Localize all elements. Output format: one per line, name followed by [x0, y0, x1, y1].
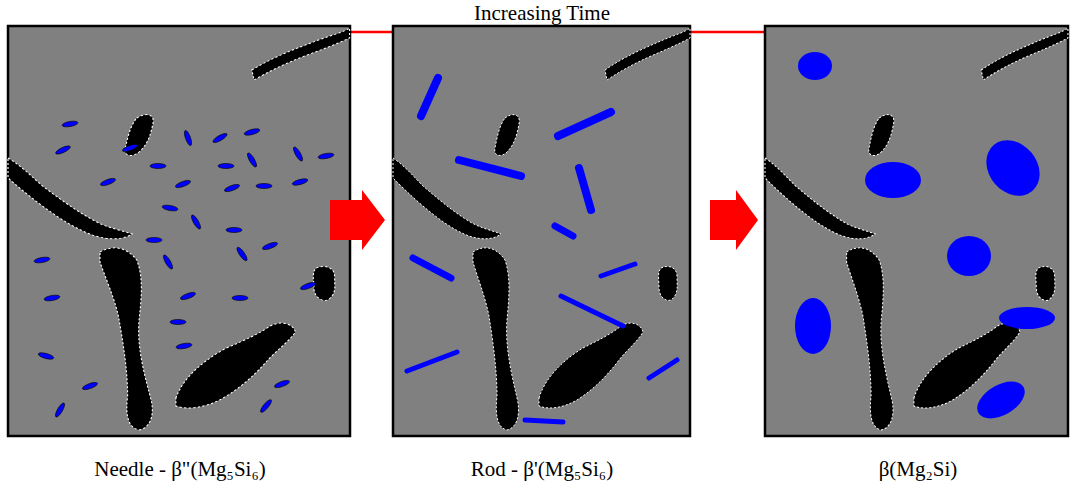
panel-caption: β(Mg₂Si)	[879, 458, 958, 481]
beta-panel	[765, 26, 1068, 436]
block-arrow	[710, 190, 758, 250]
panel-caption: Needle - β"(Mg₅Si₆)	[94, 458, 266, 481]
time-label: Increasing Time	[474, 2, 610, 25]
rod-panel	[393, 26, 690, 436]
block-arrow	[330, 190, 385, 250]
needle-panel	[8, 26, 350, 436]
panel-caption: Rod - β'(Mg₅Si₆)	[471, 458, 613, 481]
